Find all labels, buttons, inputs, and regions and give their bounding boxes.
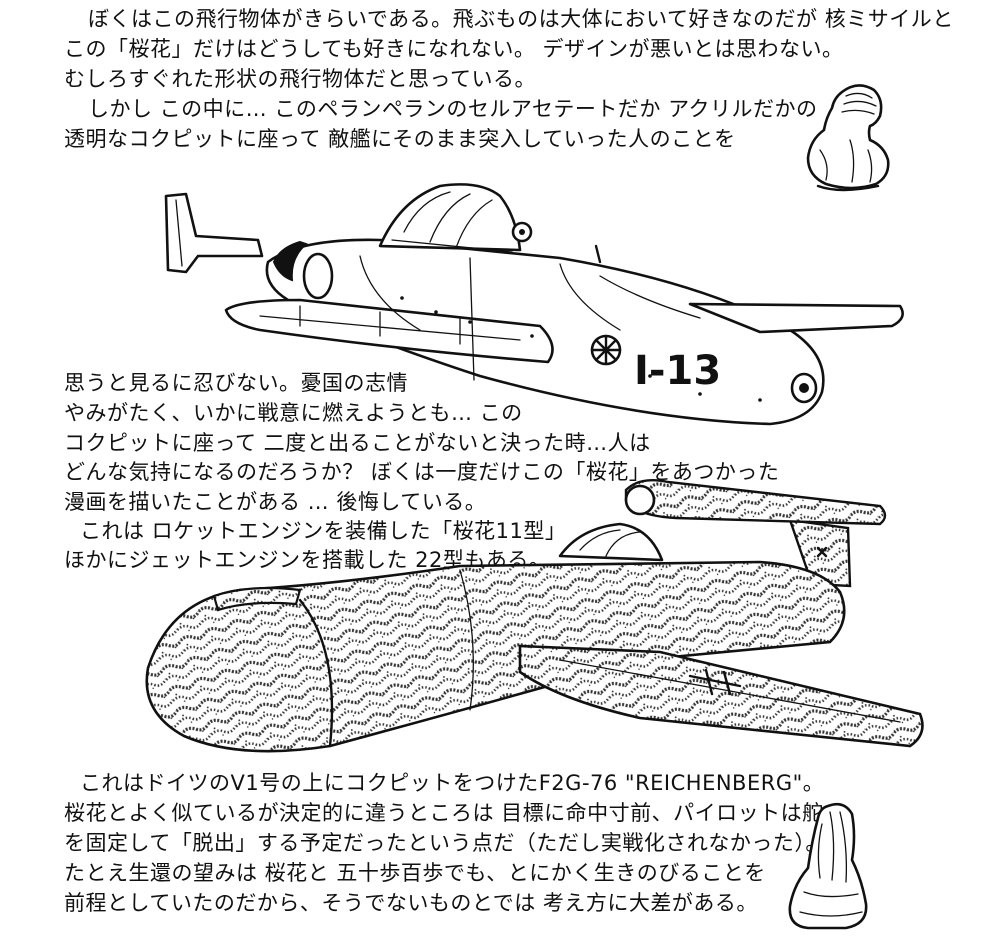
text-line: 透明なコクピットに座って 敵艦にそのまま突入していった人のことを (64, 127, 736, 151)
cherry-blossom-emblem (590, 334, 622, 366)
text-line: しかし この中に… このペランペランのセルアセテートだか アクリルだかの (88, 97, 818, 121)
text-line: これは ロケットエンジンを装備した「桜花11型」 (80, 519, 567, 543)
text-line: やみがたく、いかに戦意に燃えようとも… この (64, 401, 523, 425)
text-line: 桜花とよく似ているが決定的に違うところは 目標に命中寸前、パイロットは舵 (64, 801, 824, 825)
text-line: コクピットに座って 二度と出ることがないと決った時…人は (64, 431, 651, 455)
text-line: これはドイツのV1号の上にコクピットをつけたF2G-76 "REICHENBER… (80, 771, 825, 795)
text-line: この「桜花」だけはどうしても好きになれない。 デザインが悪いとは思わない。 (64, 37, 844, 61)
reichenberg-aircraft-illustration (145, 479, 924, 753)
ohka-aircraft-illustration: I-13 (164, 183, 904, 426)
text-line: たとえ生還の望みは 桜花と 五十歩百歩でも、とにかく生きのびることを (64, 861, 766, 885)
hooded-figure-illustration (806, 84, 890, 192)
text-line: むしろすぐれた形状の飛行物体だと思っている。 (64, 67, 536, 91)
ohka-marking: I-13 (634, 348, 721, 394)
text-line: を固定して「脱出」する予定だったという点だ（ただし実戦化されなかった）。 (64, 831, 827, 855)
text-line: ぼくはこの飛行物体がきらいである。飛ぶものは大体において好きなのだが 核ミサイル… (88, 7, 954, 31)
kneeling-figure-illustration (788, 802, 868, 930)
text-line: 漫画を描いたことがある … 後悔している。 (64, 490, 487, 514)
text-line: 思うと見るに忍びない。憂国の志情 (64, 371, 408, 395)
text-line: 前程としていたのだから、そうでないものとでは 考え方に大差がある。 (64, 891, 758, 915)
